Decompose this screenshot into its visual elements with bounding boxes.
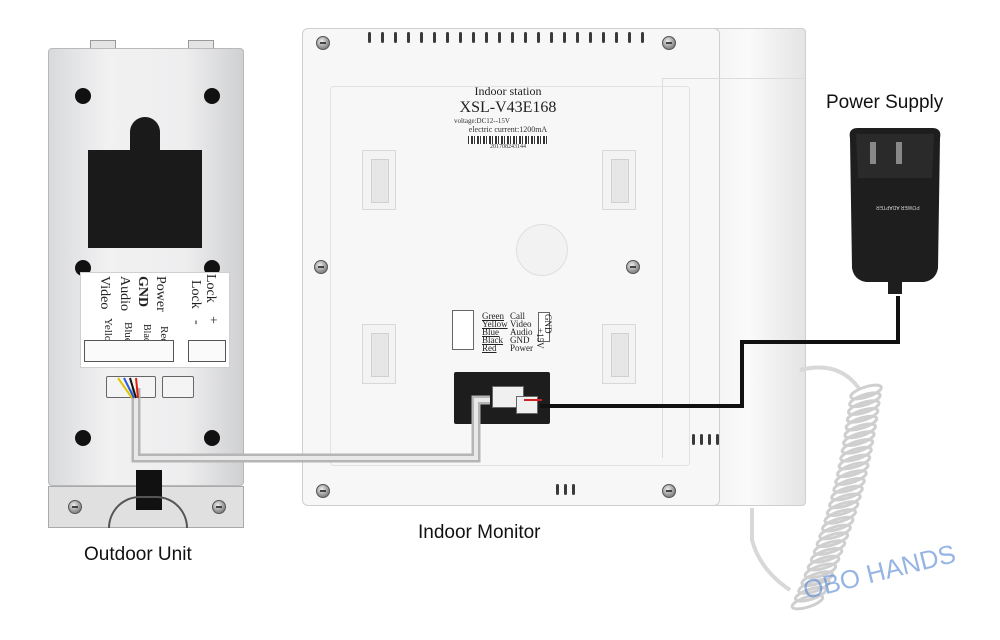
cord-lead: [752, 508, 790, 590]
caption-outdoor-unit: Outdoor Unit: [84, 544, 192, 566]
caption-indoor-monitor: Indoor Monitor: [418, 522, 541, 544]
caption-power-supply: Power Supply: [826, 92, 943, 114]
power-cable: [540, 296, 898, 406]
outdoor-to-monitor-cable: [136, 388, 490, 458]
cord-lead: [800, 368, 860, 391]
